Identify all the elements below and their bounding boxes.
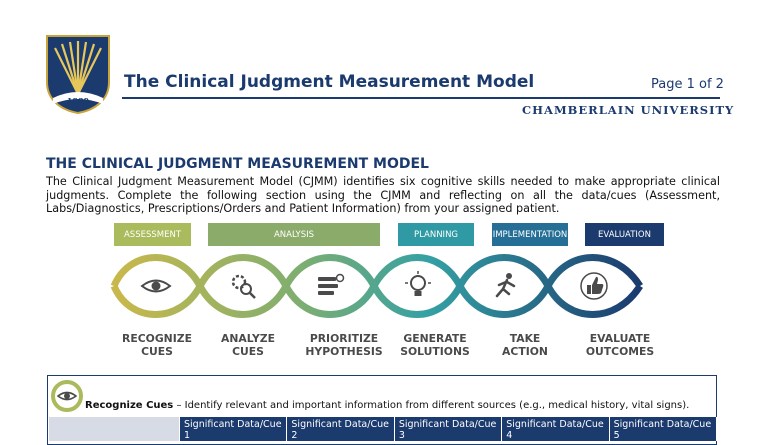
- intro-paragraph: The Clinical Judgment Measurement Model …: [46, 175, 720, 215]
- table-header-cue-5: Significant Data/Cue 5: [609, 417, 718, 441]
- step-generate-solutions: GENERATE SOLUTIONS: [385, 332, 485, 358]
- table-header-cue-1: Significant Data/Cue 1: [180, 417, 288, 441]
- section-title: THE CLINICAL JUDGMENT MEASUREMENT MODEL: [46, 156, 429, 172]
- document-title: The Clinical Judgment Measurement Model: [124, 72, 535, 92]
- phase-assessment: ASSESSMENT: [114, 223, 191, 246]
- step-line1: PRIORITIZE: [309, 332, 379, 345]
- step-line2: SOLUTIONS: [400, 344, 470, 358]
- cjmm-helix-diagram: [110, 254, 643, 318]
- table-header-cue-3: Significant Data/Cue 3: [394, 417, 503, 441]
- step-line1: RECOGNIZE: [122, 332, 192, 345]
- step-recognize-cues: RECOGNIZE CUES: [107, 332, 207, 358]
- step-line1: GENERATE: [403, 332, 467, 345]
- phase-evaluation: EVALUATION: [585, 223, 664, 246]
- header-rule: [122, 97, 720, 99]
- step-take-action: TAKE ACTION: [475, 332, 575, 358]
- table-corner-cell: [49, 417, 180, 441]
- recognize-cues-desc: – Identify relevant and important inform…: [173, 400, 690, 411]
- step-line2: HYPOTHESIS: [305, 344, 383, 358]
- step-line2: OUTCOMES: [585, 344, 655, 358]
- phase-planning: PLANNING: [398, 223, 474, 246]
- step-line1: ANALYZE: [221, 332, 275, 345]
- step-line1: EVALUATE: [589, 332, 651, 345]
- page-number: Page 1 of 2: [651, 77, 724, 92]
- phase-analysis: ANALYSIS: [208, 223, 380, 246]
- gears-magnifier-icon: [231, 274, 256, 299]
- cues-table-header: Significant Data/Cue 1 Significant Data/…: [49, 417, 718, 441]
- table-header-cue-2: Significant Data/Cue 2: [287, 417, 395, 441]
- step-line2: CUES: [141, 344, 173, 358]
- running-person-icon: [495, 273, 516, 298]
- table-header-cue-4: Significant Data/Cue 4: [502, 417, 610, 441]
- eye-badge-icon: [51, 380, 83, 412]
- step-evaluate-outcomes: EVALUATE OUTCOMES: [570, 332, 670, 358]
- step-line2: CUES: [232, 344, 264, 358]
- logo-year: 1889: [67, 96, 90, 106]
- lightbulb-icon: [405, 271, 431, 296]
- chamberlain-shield-logo: 1889: [46, 35, 110, 114]
- thumbs-up-icon: [580, 272, 608, 300]
- step-analyze-cues: ANALYZE CUES: [198, 332, 298, 358]
- helix-strand-bottom: [110, 254, 643, 318]
- university-name: CHAMBERLAIN UNIVERSITY: [522, 103, 735, 117]
- recognize-cues-title: Recognize Cues: [85, 400, 174, 411]
- priority-list-icon: [318, 273, 345, 295]
- phase-implementation: IMPLEMENTATION: [492, 223, 568, 246]
- recognize-cues-description: Recognize Cues – Identify relevant and i…: [85, 400, 689, 411]
- step-line1: TAKE: [509, 332, 541, 345]
- step-line2: ACTION: [502, 344, 548, 358]
- eye-icon: [140, 279, 172, 293]
- step-prioritize-hypothesis: PRIORITIZE HYPOTHESIS: [294, 332, 394, 358]
